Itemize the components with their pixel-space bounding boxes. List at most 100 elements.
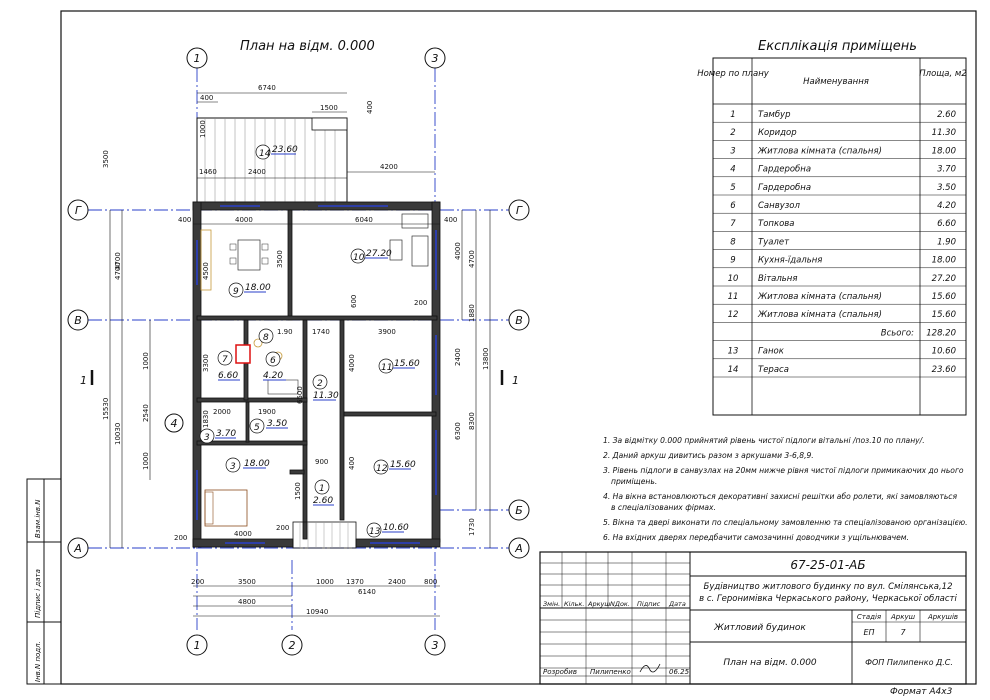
axis-bubble-2-bottom: 2 [289, 639, 296, 652]
dim-text: 4200 [380, 163, 398, 171]
explication-row-name: Топкова [758, 219, 795, 229]
stamp-code: 67-25-01-АБ [790, 558, 865, 572]
stamp-stage: ЕП [863, 628, 874, 637]
title-block: Змін. Кільк. Аркуш NДок. Підпис Дата Роз… [539, 551, 967, 685]
room-area: 11.30 [313, 391, 339, 401]
terrace [196, 117, 348, 203]
dim-text: 1900 [258, 408, 276, 416]
explication-row-num: 11 [728, 292, 739, 302]
explication-row-num: 8 [730, 237, 736, 247]
room-area: 4.20 [263, 371, 283, 381]
note-line: 1. За відмітку 0.000 прийнятий рівень чи… [603, 436, 925, 445]
dim-text: 2400 [248, 168, 266, 176]
axis-bubble-b-right: Б [515, 504, 523, 517]
dim-text: 3300 [202, 354, 210, 372]
room-area: 27.20 [366, 249, 392, 259]
explication-row-name: Тамбур [758, 110, 790, 120]
axis-bubble-g-right: Г [516, 204, 523, 217]
notes: 1. За відмітку 0.000 прийнятий рівень чи… [603, 436, 968, 542]
dim-text: 400 [348, 457, 356, 470]
dim-texts-bottom: 3500 1000 1370 2400 800 200 4800 6140 10… [191, 578, 437, 616]
axis-bubble-3-top: 3 [432, 52, 439, 65]
dim-text: 6040 [355, 216, 373, 224]
dim-text: 200 [414, 299, 427, 307]
stamp-developer: Пилипенко [590, 668, 631, 676]
stamp-developed-label: Розробив [543, 668, 577, 676]
note-line: 3. Рівень підлоги в санвузлах на 20мм ни… [603, 466, 964, 475]
dim-text: 1500 [320, 104, 338, 112]
explication-row-num: 4 [730, 165, 735, 175]
axis-bubble-a-right: А [514, 542, 523, 555]
explication-row-num: 9 [730, 256, 735, 266]
side-stamp-vzam: Взам.інв.N [34, 499, 42, 538]
explication-row-name: Санвузол [758, 201, 800, 211]
dim-text: 8300 [468, 412, 476, 430]
explication-row-area: 3.70 [937, 165, 956, 175]
stamp-building: Житловий будинок [713, 623, 806, 633]
axis-bubble-v-right: В [515, 314, 523, 327]
room-num: 11 [381, 363, 392, 373]
dim-text: 4000 [235, 216, 253, 224]
dim-text: 900 [315, 458, 328, 466]
explication-row-num: 14 [728, 365, 739, 375]
dim-text: 1460 [199, 168, 217, 176]
explication-row-name: Кухня-їдальня [758, 256, 822, 266]
room-num: 5 [254, 423, 260, 433]
dim-text: 3500 [276, 250, 284, 268]
side-stamp-inv: Інв.N подл. [34, 641, 42, 682]
dim-text: 200 [191, 578, 204, 586]
dim-text: 6140 [358, 588, 376, 596]
room-num: 8 [263, 333, 269, 343]
axis-bubble-g-left: Г [75, 204, 82, 217]
dim-texts-top: 6740 400 1500 400 2400 1460 3500 1000 42… [102, 84, 398, 176]
note-line: 2. Даний аркуш дивитись разом з аркушами… [603, 451, 814, 460]
explication-row-area: 4.20 [937, 201, 956, 211]
dim-text: 2400 [454, 348, 462, 366]
room-num: 7 [222, 355, 228, 365]
dimension-lines [109, 92, 491, 617]
explication-row-num: 1 [730, 110, 735, 120]
dim-text: 1000 [316, 578, 334, 586]
dim-text: 3900 [378, 328, 396, 336]
dim-text: 800 [424, 578, 437, 586]
dim-text: 4000 [454, 242, 462, 260]
explication-row-area: 10.60 [932, 347, 956, 357]
explication-total-value: 128.20 [926, 328, 956, 338]
explication-row-area: 2.60 [937, 110, 956, 120]
axis-bubble-a-left: А [73, 542, 82, 555]
explication-row-area: 18.00 [932, 146, 956, 156]
explication-header-area: Площа, м2 [919, 69, 966, 79]
explication-row-num: 6 [730, 201, 736, 211]
dim-text: 1370 [346, 578, 364, 586]
dim-text: 1000 [142, 352, 150, 370]
stamp-company: ФОП Пилипенко Д.С. [865, 658, 953, 667]
explication-row-name: Гардеробна [758, 165, 811, 175]
explication-row-name: Гардеробна [758, 183, 811, 193]
dim-text: 4000 [234, 530, 252, 538]
explication-row-name: Житлова кімната (спальня) [757, 310, 882, 320]
explication-row-area: 27.20 [932, 274, 956, 284]
explication-row-num: 3 [730, 146, 735, 156]
explication-row-name: Вітальня [758, 274, 797, 284]
dim-texts-left: 15530 4700 10030 3300 2540 1000 1000 183… [102, 252, 210, 470]
explication-row-name: Житлова кімната (спальня) [757, 292, 882, 302]
explication-row-area: 11.30 [932, 128, 956, 138]
explication-row-area: 15.60 [932, 292, 956, 302]
porch [292, 521, 357, 549]
room-num: 12 [376, 464, 388, 474]
stamp-sheet-header: Аркуш [890, 613, 916, 621]
dim-text: 4700 [114, 252, 122, 270]
axis-bubble-3-bottom: 3 [432, 639, 439, 652]
dim-text: 200 [276, 524, 289, 532]
stamp-date: 06.25 [669, 668, 690, 676]
explication-row-num: 13 [728, 347, 739, 357]
stamp-col-header: Кільк. [564, 600, 584, 608]
section-mark-left: 1 [80, 374, 87, 387]
room-num: 6 [270, 356, 276, 366]
explication-row-area: 23.60 [932, 365, 956, 375]
windows [196, 205, 437, 544]
stamp-project-line1: Будівництво житлового будинку по вул. См… [704, 582, 953, 592]
stamp-stage-header: Стадія [857, 613, 881, 621]
